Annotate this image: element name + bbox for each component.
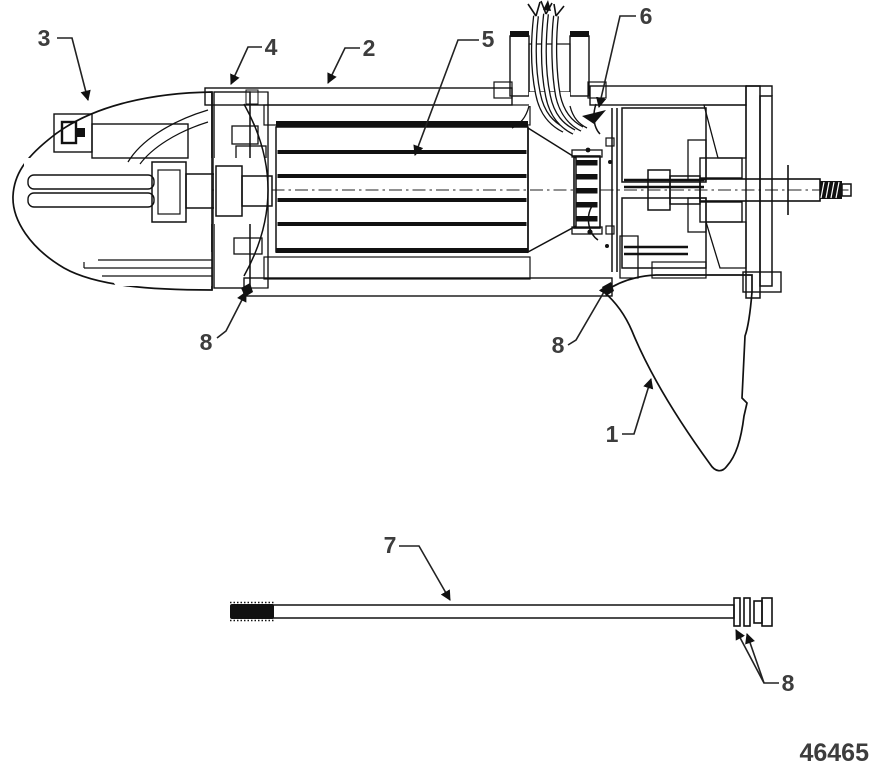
callout-label: 8 xyxy=(782,670,795,696)
callout-label: 4 xyxy=(265,34,278,60)
callout-label: 3 xyxy=(38,25,51,51)
brush-spring xyxy=(582,110,606,124)
brush-assembly xyxy=(582,103,618,272)
cable-collar xyxy=(493,31,607,129)
rod-washer xyxy=(733,597,741,627)
callout-4: 4 xyxy=(230,34,278,85)
callout-3: 3 xyxy=(38,25,91,102)
brush-lead-wire xyxy=(587,205,599,241)
motor-leads xyxy=(624,178,704,256)
rear-end-housing xyxy=(621,85,782,299)
end-bell-notch xyxy=(245,89,259,105)
end-bell-pocket xyxy=(231,125,259,145)
commutator xyxy=(571,149,603,235)
nose-contour-line xyxy=(139,121,209,165)
housing-bottom-wall xyxy=(243,277,613,297)
drawing-number: 46465 xyxy=(799,739,869,765)
callout-label: 6 xyxy=(640,3,653,29)
end-housing-wall xyxy=(705,221,747,269)
callout-label: 5 xyxy=(482,26,495,52)
callout-5: 5 xyxy=(413,26,495,156)
nose-plug xyxy=(53,113,93,153)
winding-end-arc xyxy=(243,103,269,277)
armature-core xyxy=(243,103,577,277)
callout-8-front: 8 xyxy=(200,291,247,355)
front-bearing-inner xyxy=(157,169,181,215)
nose-bore xyxy=(24,158,212,224)
callout-label: 7 xyxy=(384,532,397,558)
rear-bearing xyxy=(699,157,743,179)
callout-label: 1 xyxy=(606,421,619,447)
wire-fray-tip xyxy=(543,0,551,11)
rod-thread-end xyxy=(230,604,274,619)
rod-washer xyxy=(743,597,751,627)
coupling-stub xyxy=(241,175,273,207)
nose-plug-key xyxy=(76,128,85,137)
mounting-flange xyxy=(745,85,761,299)
skeg xyxy=(602,235,753,472)
anode-prong xyxy=(27,192,155,208)
rod-nut xyxy=(753,600,763,624)
callout-8-hardware: 8 xyxy=(735,629,795,696)
nose-contour-line xyxy=(127,109,209,163)
nose-cone xyxy=(12,91,215,291)
nose-plate-lines xyxy=(83,259,212,277)
callout-label: 8 xyxy=(552,332,565,358)
collar-throat xyxy=(511,105,588,129)
mounting-flange-outer xyxy=(759,95,773,287)
field-band-bottom xyxy=(263,256,531,280)
callout-2: 2 xyxy=(327,35,376,84)
power-wires xyxy=(527,0,584,135)
front-housing-screw xyxy=(241,283,253,297)
callout-7: 7 xyxy=(384,532,451,601)
armature-taper xyxy=(527,126,577,254)
flange-foot xyxy=(742,271,782,293)
callout-1: 1 xyxy=(606,378,654,447)
shaft-tip xyxy=(841,183,852,197)
end-housing-wall xyxy=(703,104,747,159)
anode-prong xyxy=(27,174,155,190)
lamination-separators xyxy=(277,146,527,229)
rod-body xyxy=(271,604,735,619)
callout-8-rear: 8 xyxy=(552,284,609,358)
tie-rod xyxy=(230,597,773,627)
motor-housing xyxy=(204,85,747,297)
housing-top-wall xyxy=(204,87,513,106)
rod-nut xyxy=(761,597,773,627)
end-bell-pocket xyxy=(235,145,267,161)
nose-lower-plate xyxy=(92,252,212,286)
end-bell-pocket xyxy=(233,237,263,255)
brush-holder-lower xyxy=(621,197,707,269)
rear-bearing xyxy=(699,201,743,223)
callout-6: 6 xyxy=(596,3,653,109)
front-end-bell xyxy=(213,89,273,289)
output-shaft xyxy=(647,165,852,215)
callout-label: 2 xyxy=(363,35,376,61)
housing-top-wall-rear xyxy=(589,85,747,106)
callout-label: 8 xyxy=(200,329,213,355)
nose-inner-block xyxy=(91,123,189,159)
brush-holder-upper xyxy=(621,107,707,183)
